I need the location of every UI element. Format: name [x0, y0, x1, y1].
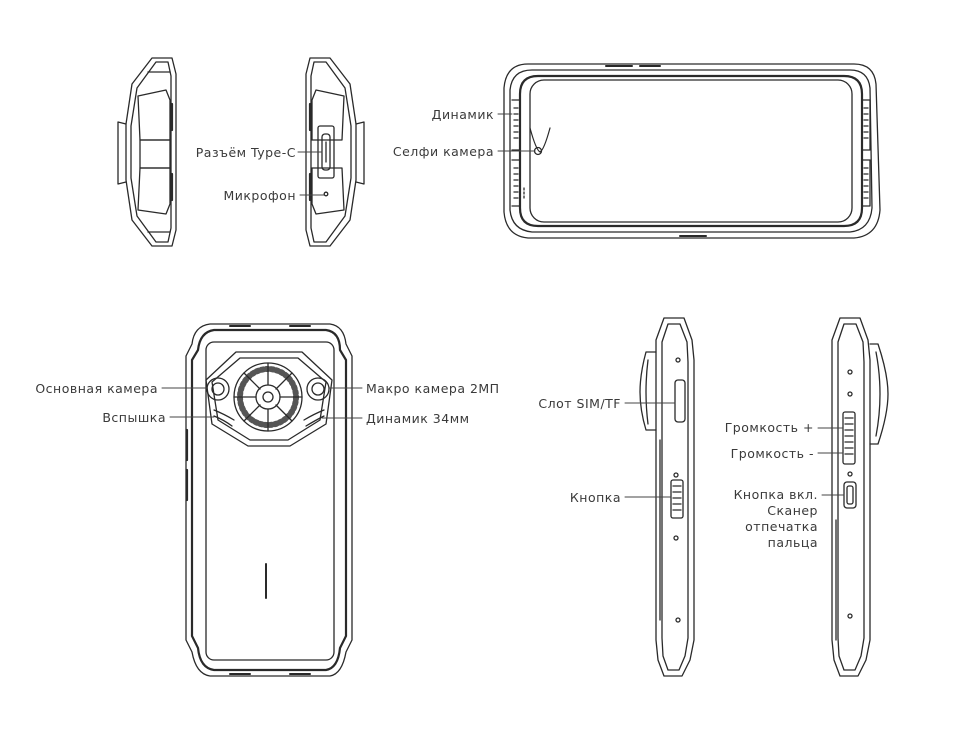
label-button: Кнопка	[569, 490, 621, 505]
label-volume-down: Громкость -	[730, 446, 814, 461]
label-power-fingerprint: Кнопка вкл. Сканер отпечатка пальца	[734, 487, 818, 551]
label-power-line2: Сканер	[767, 503, 818, 518]
label-type-c-port: Разъём Type-C	[195, 145, 296, 160]
side-view-sim	[639, 317, 695, 677]
side-view-bottom-ports	[305, 57, 365, 247]
label-main-camera: Основная камера	[35, 381, 158, 396]
side-view-left	[117, 57, 177, 247]
label-speaker-34mm: Динамик 34мм	[366, 411, 470, 426]
label-power-line3: отпечатка	[745, 519, 818, 534]
label-power-line4: пальца	[767, 535, 818, 550]
label-flash: Вспышка	[102, 410, 166, 425]
side-view-buttons	[831, 317, 889, 677]
label-sim-slot: Слот SIM/TF	[538, 396, 621, 411]
label-selfie-camera: Селфи камера	[392, 144, 494, 159]
front-view	[503, 63, 881, 239]
callout-lines	[161, 113, 845, 498]
label-speaker: Динамик	[431, 107, 494, 122]
label-microphone: Микрофон	[223, 188, 296, 203]
label-volume-up: Громкость +	[724, 420, 814, 435]
label-macro-camera: Макро камера 2МП	[366, 381, 500, 396]
label-power-line1: Кнопка вкл.	[733, 487, 818, 502]
back-view	[185, 323, 353, 677]
